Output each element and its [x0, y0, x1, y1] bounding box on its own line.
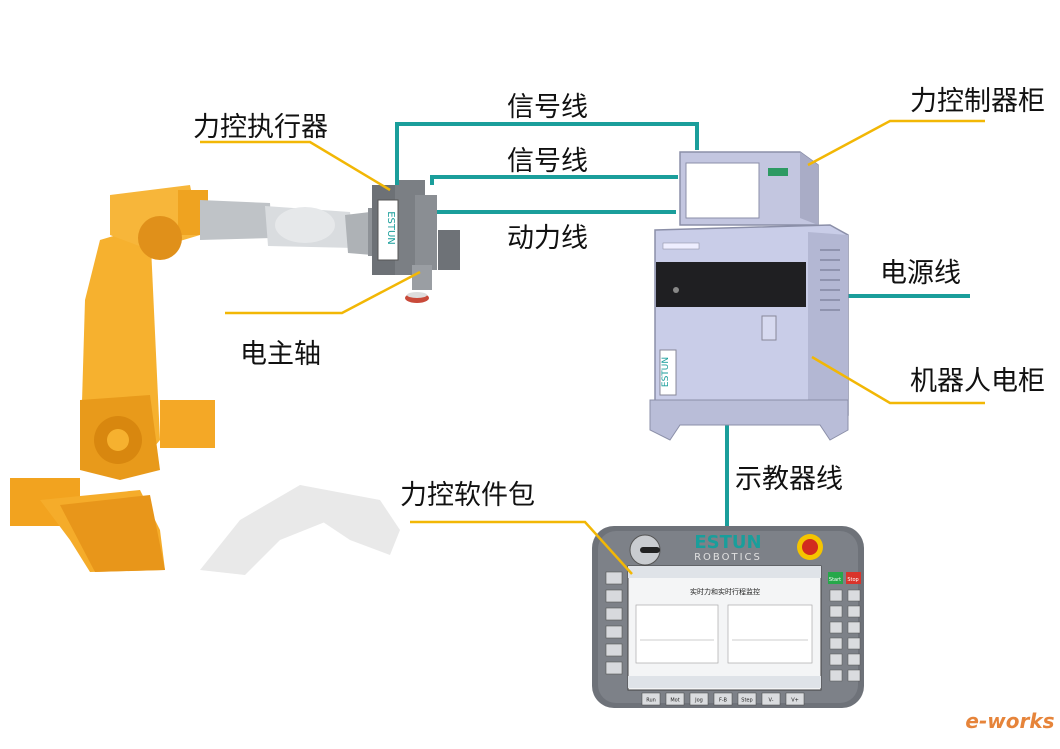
spindle-leader	[225, 270, 421, 315]
pendant-button-2[interactable]	[689, 692, 709, 706]
robot-cabinet-leader	[811, 355, 985, 405]
leader-lines	[200, 119, 985, 575]
label-power-supply-line: 电源线	[880, 258, 961, 289]
pendant-button-6[interactable]	[785, 692, 805, 706]
robot-arm	[10, 185, 400, 572]
cabinet-logo: ESTUN	[661, 357, 671, 387]
pendant-robotics-logo: ROBOTICS	[694, 552, 762, 563]
pendant-button-label: Step	[741, 698, 752, 704]
software-leader	[410, 520, 633, 575]
vent-grille	[820, 249, 840, 311]
pendant-button-label: Run	[646, 698, 656, 704]
label-force-controller-cabinet: 力控制器柜	[910, 86, 1045, 117]
svg-text:Start: Start	[829, 577, 841, 583]
spindle	[405, 195, 460, 303]
signal-line-1-path	[395, 122, 699, 185]
label-signal-line-1: 信号线	[507, 92, 588, 123]
teach-pendant: ESTUN ROBOTICS 实时力和实时行程监控 Start Stop	[592, 526, 864, 708]
start-button	[828, 572, 843, 584]
label-spindle: 电主轴	[240, 339, 321, 370]
label-force-software: 力控软件包	[400, 480, 535, 511]
pendant-estun-logo: ESTUN	[694, 532, 761, 553]
label-force-actuator: 力控执行器	[193, 112, 328, 143]
force-controller-leader	[807, 119, 985, 167]
svg-text:ESTUN: ESTUN	[385, 211, 396, 245]
pendant-button-label: V-	[769, 698, 774, 704]
robot-cabinet: ESTUN	[649, 224, 849, 441]
force-actuator-leader	[200, 140, 391, 192]
pendant-button-4[interactable]	[737, 692, 757, 706]
label-teach-pendant-line: 示教器线	[735, 464, 843, 495]
label-robot-cabinet: 机器人电柜	[910, 366, 1045, 397]
pendant-button-label: Mot	[670, 698, 679, 704]
force-actuator: ESTUN	[377, 180, 425, 275]
signal-line-2-path	[430, 175, 678, 185]
pendant-button-label: F-B	[719, 698, 728, 704]
pendant-screen-title: 实时力和实时行程监控	[690, 587, 760, 596]
force-controller-cabinet	[679, 151, 819, 246]
pendant-button-3[interactable]	[713, 692, 733, 706]
robot-shadow	[200, 485, 400, 575]
pendant-button-0[interactable]	[641, 692, 661, 706]
pendant-button-1[interactable]	[665, 692, 685, 706]
watermark: e-works	[965, 709, 1054, 733]
label-power-line: 动力线	[507, 223, 588, 254]
label-signal-line-2: 信号线	[507, 146, 588, 177]
pendant-button-label: V+	[791, 698, 799, 704]
pendant-bottom-buttons: Run Mot Jog F-B Step V- V+	[641, 692, 805, 706]
svg-text:Stop: Stop	[847, 577, 858, 583]
pendant-button-5[interactable]	[761, 692, 781, 706]
pendant-button-label: Jog	[694, 698, 703, 704]
stop-button	[846, 572, 861, 584]
